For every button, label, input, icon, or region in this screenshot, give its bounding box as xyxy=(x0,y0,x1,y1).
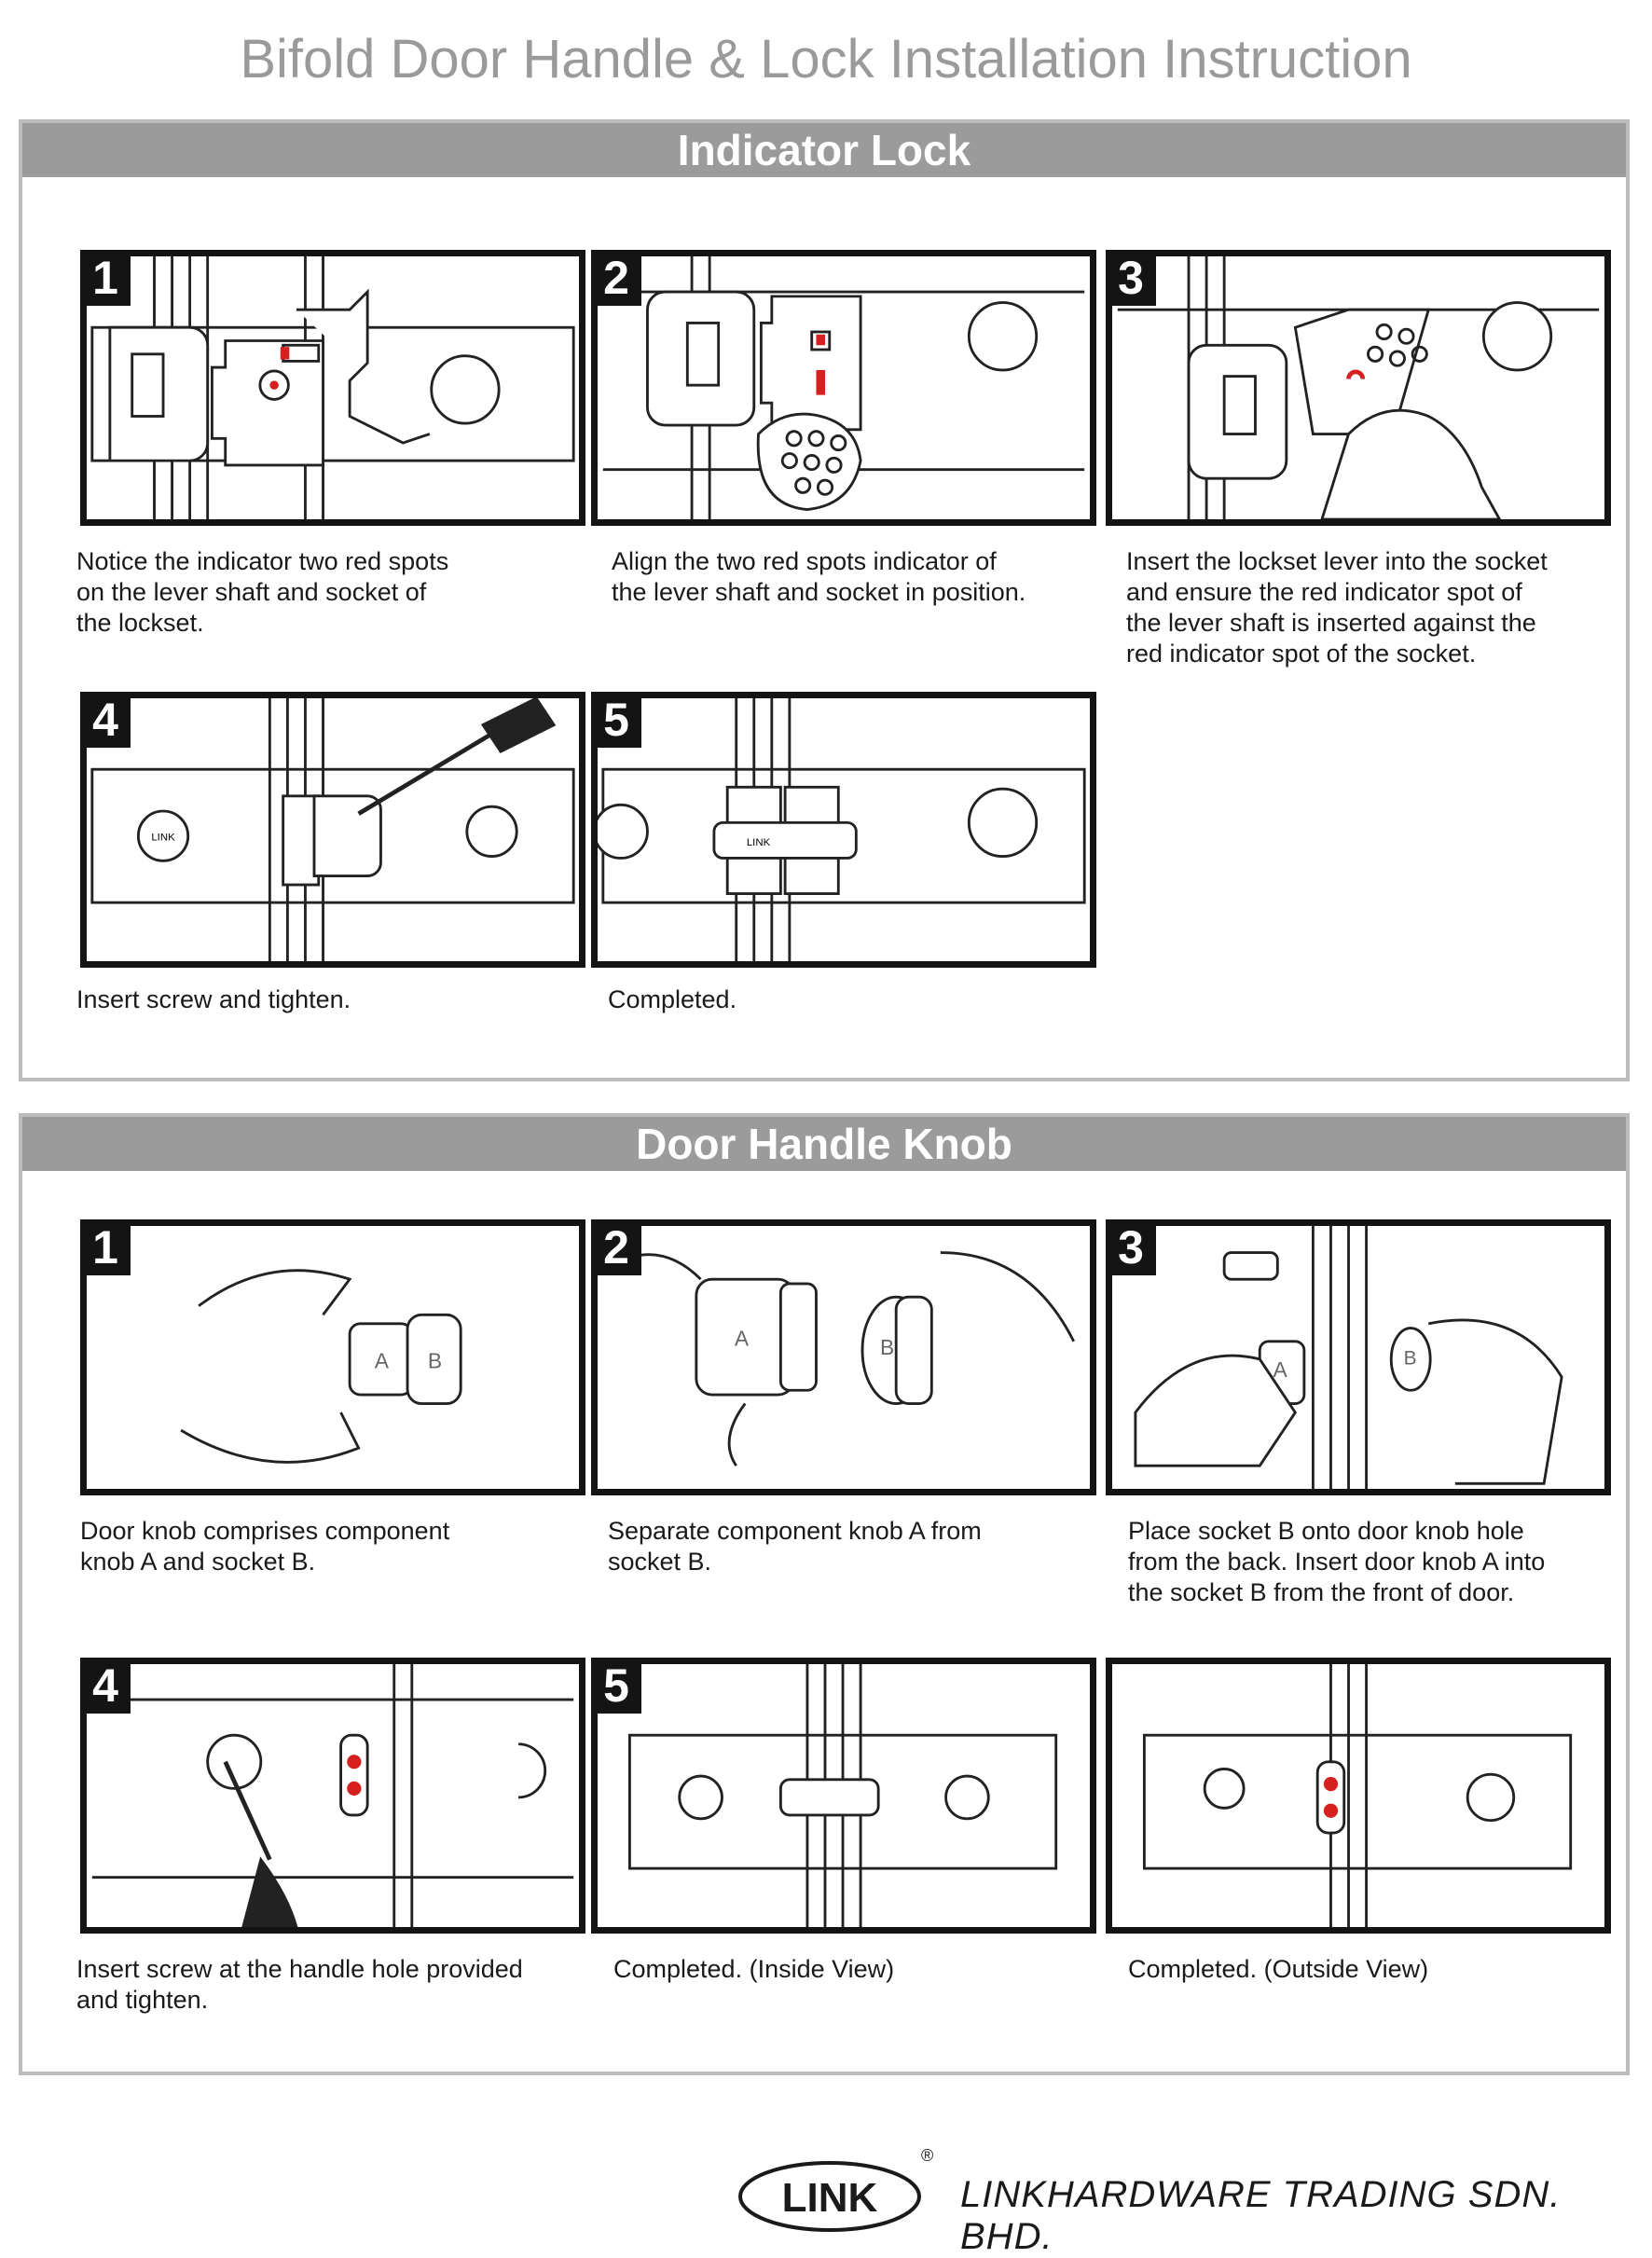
knob-step-2-illustration: 2 A B xyxy=(591,1219,1096,1495)
knob-step-1-illustration: 1 A B xyxy=(80,1219,585,1495)
tightening-screw-drawing: LINK xyxy=(90,698,575,961)
step-number-badge: 3 xyxy=(1112,1226,1156,1275)
step-caption: Insert the lockset lever into the socket… xyxy=(1126,547,1548,668)
separate-knob-drawing: A B xyxy=(602,1251,1076,1467)
indicator-step-1-illustration: 1 xyxy=(80,250,585,526)
link-logo: LINK ® xyxy=(738,2146,933,2232)
section-heading: Door Handle Knob xyxy=(22,1117,1626,1171)
registered-mark: ® xyxy=(921,2146,933,2165)
knob-a-label: A xyxy=(735,1327,750,1351)
indicator-lock-section: Indicator Lock 1 Notice the indicator tw… xyxy=(19,119,1630,1081)
step-caption: Separate component knob A from socket B. xyxy=(608,1517,982,1576)
step-caption: Align the two red spots indicator of the… xyxy=(612,547,1026,606)
knob-step-4-illustration: 4 xyxy=(80,1658,585,1934)
indicator-step-2-illustration: 2 xyxy=(591,250,1096,526)
door-handle-knob-section: Door Handle Knob 1 A B Door knob compris… xyxy=(19,1113,1630,2075)
step-caption: Completed. (Inside View) xyxy=(613,1955,895,1983)
aligning-red-spots-drawing xyxy=(602,256,1085,519)
place-socket-drawing: A B xyxy=(1134,1226,1563,1489)
socket-b-label: B xyxy=(428,1348,442,1372)
step-caption: Insert screw and tighten. xyxy=(76,985,351,1013)
step-number-badge: 5 xyxy=(598,1664,641,1714)
brand-mark: LINK xyxy=(747,837,771,848)
step-number-badge: 3 xyxy=(1112,256,1156,306)
step-caption: Insert screw at the handle hole provided… xyxy=(76,1955,523,2014)
knob-components-drawing: A B xyxy=(180,1269,462,1464)
step-number-badge: 1 xyxy=(87,1226,131,1275)
step-number-badge: 4 xyxy=(87,698,131,748)
knob-step-3-illustration: 3 A B xyxy=(1106,1219,1611,1495)
step-number-badge: 1 xyxy=(87,256,131,306)
step-caption: Completed. xyxy=(608,985,737,1013)
completed-outside-view-drawing xyxy=(1142,1664,1573,1927)
completed-inside-view-drawing xyxy=(627,1664,1058,1927)
knob-a-label: A xyxy=(1273,1357,1288,1382)
brand-mark: LINK xyxy=(151,832,175,843)
section-heading: Indicator Lock xyxy=(22,123,1626,177)
knob-step-6-illustration xyxy=(1106,1658,1611,1934)
step-number-badge: 4 xyxy=(87,1664,131,1714)
step-number-badge: 5 xyxy=(598,698,641,748)
indicator-step-5-illustration: 5 LINK xyxy=(591,692,1096,968)
socket-b-label: B xyxy=(1404,1348,1417,1370)
step-caption: Place socket B onto door knob hole from … xyxy=(1128,1517,1546,1606)
screw-handle-drawing xyxy=(91,1664,574,1927)
step-caption: Completed. (Outside View) xyxy=(1128,1955,1429,1983)
inserting-lever-drawing xyxy=(1117,256,1600,519)
step-caption: Door knob comprises component knob A and… xyxy=(80,1517,450,1576)
indicator-step-4-illustration: 4 LINK xyxy=(80,692,585,968)
step-number-badge: 2 xyxy=(598,256,641,306)
indicator-step-3-illustration: 3 xyxy=(1106,250,1611,526)
company-name: LINKHARDWARE TRADING SDN. BHD. xyxy=(960,2174,1562,2257)
step-number-badge: 2 xyxy=(598,1226,641,1275)
knob-a-label: A xyxy=(375,1348,390,1372)
completed-lock-drawing: LINK xyxy=(598,698,1086,961)
knob-step-5-illustration: 5 xyxy=(591,1658,1096,1934)
document-title: Bifold Door Handle & Lock Installation I… xyxy=(240,29,1412,89)
lever-and-socket-drawing xyxy=(90,256,575,519)
socket-b-label: B xyxy=(880,1335,894,1359)
step-caption: Notice the indicator two red spots on th… xyxy=(76,547,449,637)
logo-text: LINK xyxy=(782,2175,878,2221)
